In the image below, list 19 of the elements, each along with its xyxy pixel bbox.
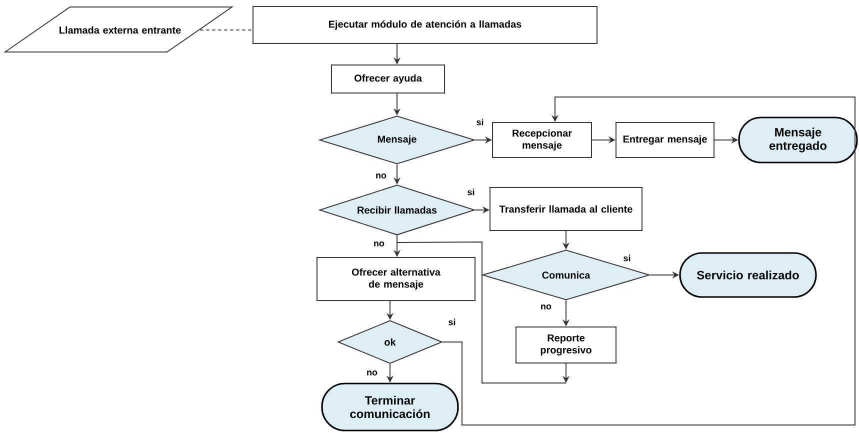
process-box: Ejecutar módulo de atención a llamadas [252, 6, 598, 44]
edge-label: no [374, 172, 388, 180]
process-box: Entregar mensaje [616, 122, 714, 158]
process-box: Ofrecer alternativa de mensaje [316, 257, 476, 301]
terminator-box: Mensaje entregado [738, 116, 858, 164]
edge-label: no [372, 240, 386, 248]
process-box: Transferir llamada al cliente [490, 187, 642, 231]
process-box: Ofrecer ayuda [331, 64, 445, 94]
edge-label: si [447, 318, 457, 326]
terminator-box: Terminar comunicación [321, 382, 459, 432]
terminator-box: Servicio realizado [679, 252, 817, 298]
process-box: Recepcionar mensaje [492, 122, 592, 158]
edge-label: si [466, 188, 476, 196]
edge-label: no [366, 370, 378, 376]
edge-label: si [475, 118, 485, 126]
edge-label: no [540, 304, 552, 310]
arrow [442, 96, 856, 426]
process-box: Reporte progresivo [516, 326, 616, 364]
edge-label: si [622, 254, 632, 262]
